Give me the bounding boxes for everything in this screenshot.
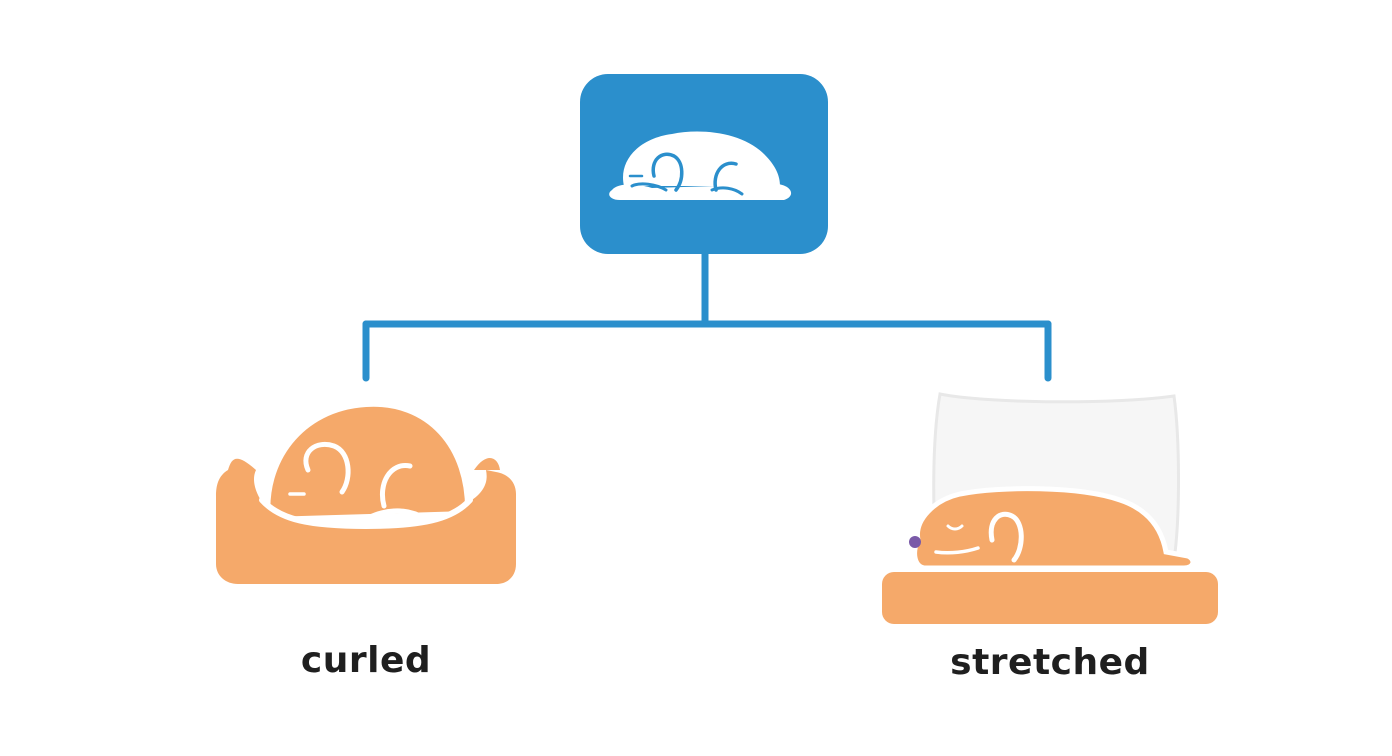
child-node-stretched (882, 392, 1218, 624)
sleeping-dog-icon (609, 131, 792, 200)
tree-connectors (362, 246, 1052, 382)
dog-curled-in-bed-icon (216, 400, 516, 584)
dog-bed-mattress (882, 572, 1218, 624)
child-label-curled-text: curled (300, 640, 432, 681)
dog-stretched-on-bed-icon (882, 392, 1218, 624)
child-node-curled (216, 400, 516, 584)
child-label-stretched-text: stretched (950, 642, 1150, 683)
dog-nose-icon (909, 536, 921, 548)
root-node (580, 74, 828, 254)
